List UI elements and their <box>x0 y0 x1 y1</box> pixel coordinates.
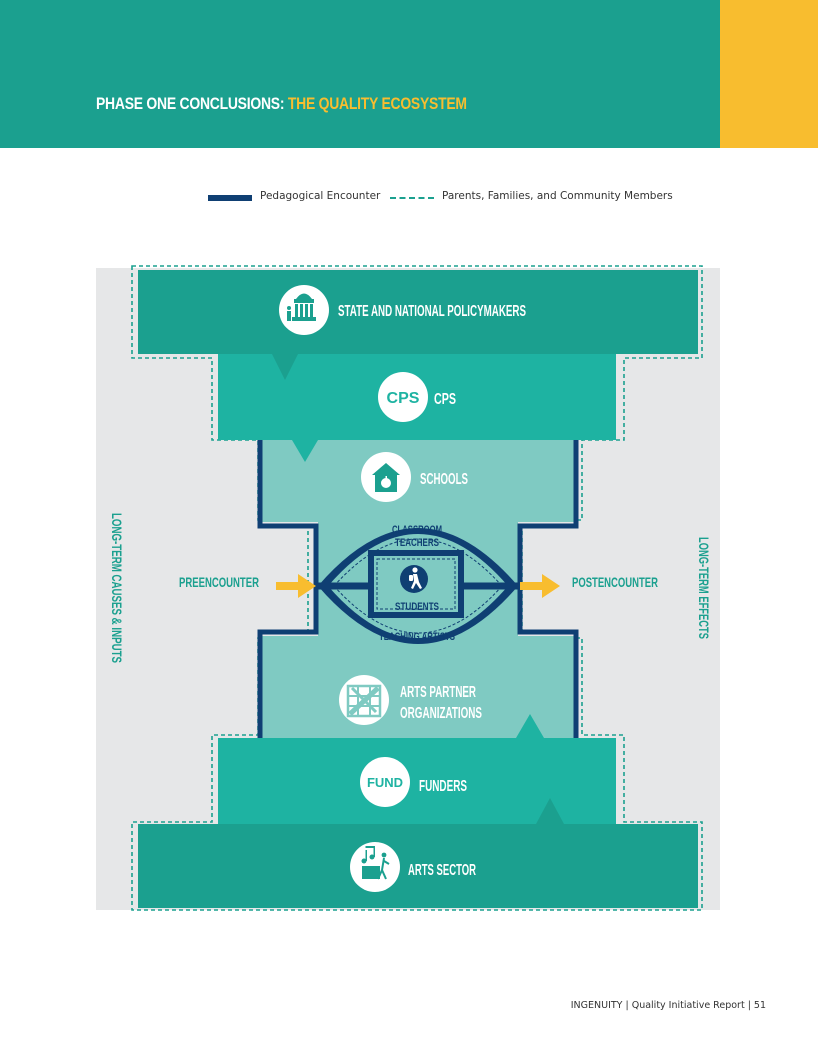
school-icon <box>361 452 411 502</box>
capitol-building-icon <box>279 285 329 335</box>
classroom-teachers-label-line2: TEACHERS <box>395 537 439 549</box>
arts-sector-label: ARTS SECTOR <box>408 862 476 879</box>
art-supplies-icon <box>339 675 389 725</box>
cps-icon <box>378 372 428 422</box>
legend-dashed-label: Parents, Families, and Community Members <box>442 190 673 202</box>
legend-solid-swatch <box>208 195 252 201</box>
page-footer: INGENUITY | Quality Initiative Report | … <box>570 1000 766 1011</box>
student-walking-icon <box>409 567 422 589</box>
postencounter-label: POSTENCOUNTER <box>572 574 658 590</box>
policymakers-pointer <box>272 354 298 380</box>
schools-label: SCHOOLS <box>420 471 468 488</box>
arts-sector-band <box>138 824 698 908</box>
arts-partners-label-line1: ARTS PARTNER <box>400 684 476 701</box>
legend-solid-label: Pedagogical Encounter <box>260 190 381 202</box>
postencounter-arrow <box>520 574 560 598</box>
policymakers-band <box>138 270 698 354</box>
arts-sector-pointer <box>536 798 564 824</box>
classroom-teachers-label-line1: CLASSROOM <box>392 524 442 536</box>
long-term-causes-label: LONG-TERM CAUSES & INPUTS <box>109 513 125 663</box>
legend: Pedagogical Encounter Parents, Families,… <box>0 190 818 206</box>
funders-pointer <box>516 714 544 738</box>
pedagogical-line-right <box>517 440 579 740</box>
funders-label: FUNDERS <box>419 778 467 795</box>
legend-dashed-swatch <box>390 197 434 199</box>
policymakers-label: STATE AND NATIONAL POLICYMAKERS <box>338 303 526 320</box>
cps-pointer <box>292 440 318 462</box>
teaching-artists-label: TEACHING ARTISTS <box>379 631 455 643</box>
page-title-prefix: PHASE ONE CONCLUSIONS: <box>96 94 288 113</box>
students-box-dash <box>376 558 456 610</box>
page-title-accent: THE QUALITY ECOSYSTEM <box>287 94 467 113</box>
cps-icon-label: CPS <box>387 390 420 407</box>
funders-icon <box>360 757 410 807</box>
arts-partners-label-line2: ORGANIZATIONS <box>400 705 482 722</box>
preencounter-label: PREENCOUNTER <box>179 574 259 590</box>
funders-icon-label: FUND <box>367 775 403 790</box>
page-title: PHASE ONE CONCLUSIONS: THE QUALITY ECOSY… <box>96 94 467 114</box>
long-term-effects-label: LONG-TERM EFFECTS <box>696 537 712 639</box>
header-accent-block <box>720 0 818 148</box>
students-label: STUDENTS <box>395 601 439 613</box>
music-arts-icon <box>350 842 400 892</box>
cps-label: CPS <box>434 391 456 408</box>
header-band <box>0 0 720 148</box>
pedagogical-line-left <box>257 440 319 740</box>
preencounter-arrow <box>276 574 316 598</box>
